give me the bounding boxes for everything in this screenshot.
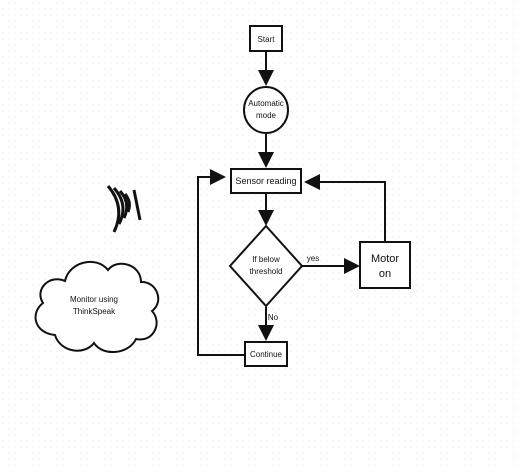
decision-node: If below threshold [228,224,304,308]
sensor-reading-label: Sensor reading [235,176,296,186]
continue-to-sensor-edge [197,169,245,356]
motor-on-node: Motor on [359,241,411,289]
yes-edge-label: yes [307,254,319,263]
motor-on-label-line2: on [379,268,391,280]
continue-label: Continue [250,350,283,359]
continue-node: Continue [244,341,288,367]
cloud-label-line2: ThinkSpeak [73,307,116,316]
wifi-signal-icon [106,185,142,233]
decision-label-line2: threshold [250,267,283,276]
no-edge-label: No [268,313,279,322]
decision-label-line1: If below [252,255,280,264]
sensor-reading-node: Sensor reading [230,168,302,194]
cloud-label-line1: Monitor using [70,295,118,304]
start-label: Start [258,35,276,44]
motor-on-label-line1: Motor [371,253,399,265]
start-node: Start [249,25,283,52]
automatic-mode-node: Automatic mode [243,86,289,134]
cloud-node: Monitor using ThinkSpeak [34,260,160,353]
automatic-mode-label-line2: mode [256,111,277,120]
automatic-mode-label-line1: Automatic [248,99,284,108]
motor-to-sensor-edge [304,174,386,242]
